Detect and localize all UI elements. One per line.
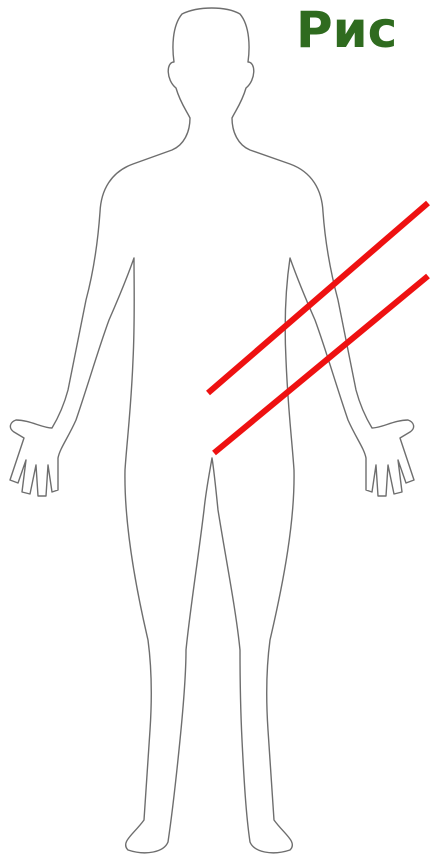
pointer-line-lower bbox=[214, 276, 428, 453]
figure-title: Рис bbox=[296, 2, 397, 58]
body-outline bbox=[10, 8, 414, 853]
